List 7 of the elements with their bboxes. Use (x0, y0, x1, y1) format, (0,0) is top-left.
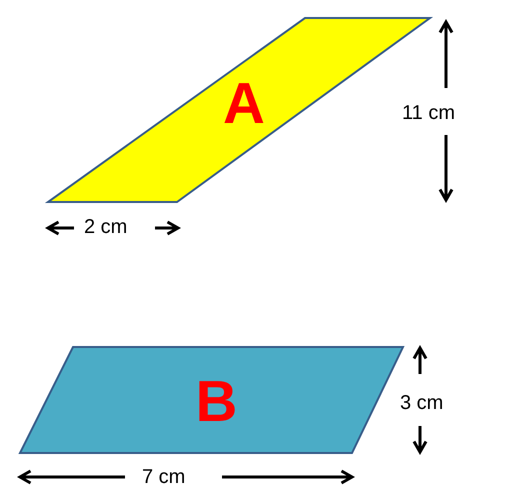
dimension-label: 3 cm (400, 393, 444, 413)
shape-label: A (223, 75, 265, 133)
shape-label: B (196, 373, 238, 431)
dimension-label: 11 cm (402, 103, 455, 123)
parallelogram (48, 18, 430, 202)
dimension-label: 7 cm (142, 467, 186, 487)
dimension-label: 2 cm (84, 217, 128, 237)
